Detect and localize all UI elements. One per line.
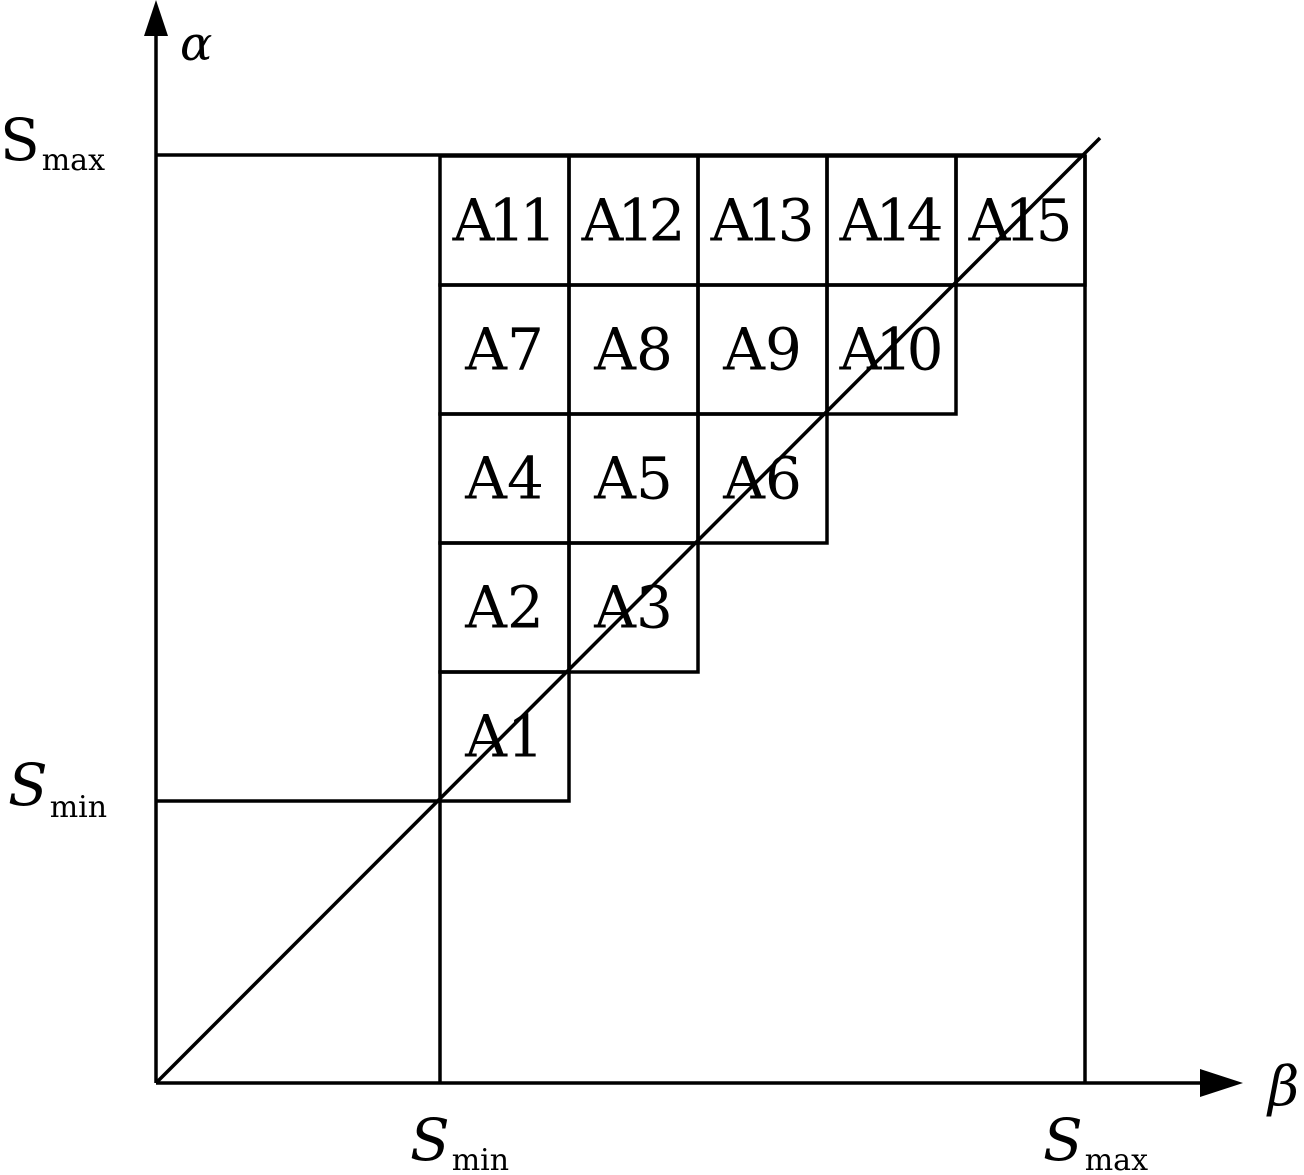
x-axis-label: β (1266, 1055, 1299, 1118)
x-tick-smin-main: S (410, 1106, 450, 1174)
y-tick-smin-main: S (8, 751, 48, 819)
x-axis-arrow (1200, 1069, 1243, 1097)
x-tick-smax-main: S (1043, 1106, 1083, 1174)
cell-label-a1: A1 (464, 703, 544, 771)
cell-a15 (954, 154, 1087, 287)
y-tick-smin-sub: min (50, 790, 107, 825)
cell-label-a10: A10 (839, 316, 944, 384)
cell-label-a8: A8 (593, 316, 673, 384)
cell-label-a6: A6 (722, 445, 802, 513)
y-tick-smax: Smax (0, 106, 105, 178)
cell-label-a13: A13 (710, 187, 815, 255)
cell-label-a12: A12 (581, 187, 686, 255)
cell-label-a5: A5 (593, 445, 673, 513)
x-tick-smax: Smax (1043, 1106, 1148, 1175)
cell-label-a2: A2 (464, 574, 544, 642)
cell-label-a11: A11 (452, 187, 557, 255)
cell-grid: A1 A2 A3 A4 A5 A6 A7 A8 A9 A10 A11 A12 A13 A14 A15 (438, 154, 1087, 803)
cell-label-a7: A7 (464, 316, 544, 384)
y-axis-arrow (144, 0, 168, 36)
cell-label-a15: A15 (968, 187, 1073, 255)
cell-label-a4: A4 (464, 445, 544, 513)
x-tick-smax-sub: max (1085, 1143, 1148, 1175)
y-tick-smin: Smin (8, 751, 107, 825)
y-axis-label: α (180, 16, 212, 72)
x-tick-smin-sub: min (452, 1143, 509, 1175)
cell-label-a14: A14 (839, 187, 944, 255)
cell-label-a9: A9 (722, 316, 802, 384)
x-tick-smin: Smin (410, 1106, 509, 1175)
y-tick-smax-main: S (0, 106, 40, 174)
cell-label-a3: A3 (593, 574, 673, 642)
y-tick-smax-sub: max (42, 143, 105, 178)
diagonal-line (154, 136, 1102, 1085)
